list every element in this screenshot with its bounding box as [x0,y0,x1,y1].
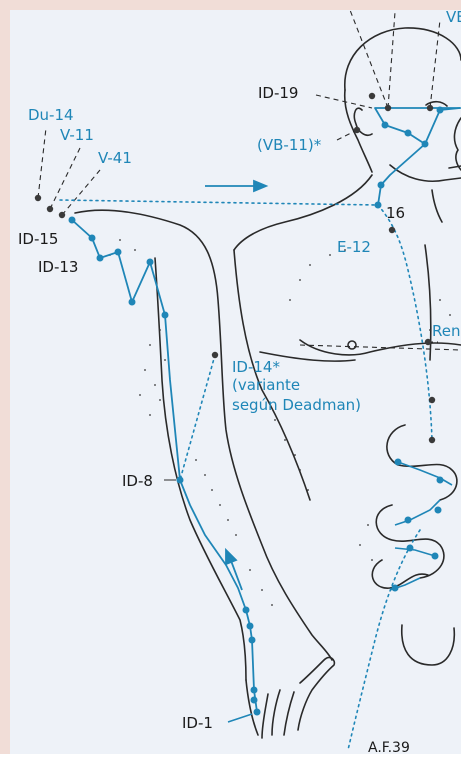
point-id8 [177,477,184,484]
point-id14 [89,235,96,242]
point-du14 [35,195,41,201]
point-id17 [422,141,429,148]
label-16: 16 [386,204,405,222]
label-v41: V-41 [98,149,132,167]
point-id15 [69,217,76,224]
label-id14-line2: (variante [232,376,300,394]
point-id19 [382,122,389,129]
point-hand-2 [251,697,258,704]
point-intestine-4 [405,517,412,524]
point-ren [425,339,431,345]
point-intestine-2 [437,477,444,484]
label-id14-line1: ID-14* [232,358,280,376]
point-face-1 [437,107,444,114]
point-v41 [59,212,65,218]
label-id8: ID-8 [122,472,153,490]
point-id18 [405,130,412,137]
point-vb11 [354,127,360,133]
label-du14: Du-14 [28,106,74,124]
point-id11 [129,299,136,306]
label-vb-top: VB [446,8,461,26]
point-vb-2 [385,105,391,111]
point-id12 [115,249,122,256]
label-v11: V-11 [60,126,94,144]
point-wrist-2 [247,623,254,630]
point-id1 [254,709,261,716]
point-id14-variant [212,352,218,358]
label-id13: ID-13 [38,258,78,276]
label-ren: Ren [432,322,460,340]
point-intestine-1 [395,459,402,466]
label-bottom: A.F.39 [368,740,410,754]
point-wrist-1 [249,637,256,644]
point-arm-upper [162,312,169,319]
label-e12: E-12 [337,238,371,256]
point-vb-3 [427,105,433,111]
point-intestine-7 [392,585,399,592]
label-id1: ID-1 [182,714,213,732]
point-e12 [389,227,395,233]
point-vb-1 [369,93,375,99]
label-id19: ID-19 [258,84,298,102]
point-intestine-5 [407,545,414,552]
point-neck [375,202,382,209]
label-vb11: (VB-11)* [257,136,322,154]
point-v11 [47,206,53,212]
point-abdomen-2 [429,437,435,443]
point-id16 [378,182,385,189]
label-id15: ID-15 [18,230,58,248]
point-id10 [147,259,154,266]
label-id14-line3: según Deadman) [232,396,361,414]
point-id13 [97,255,104,262]
point-hand-3 [251,687,258,694]
point-intestine-3 [435,507,442,514]
point-wrist-3 [243,607,250,614]
point-intestine-6 [432,553,439,560]
point-abdomen-1 [429,397,435,403]
